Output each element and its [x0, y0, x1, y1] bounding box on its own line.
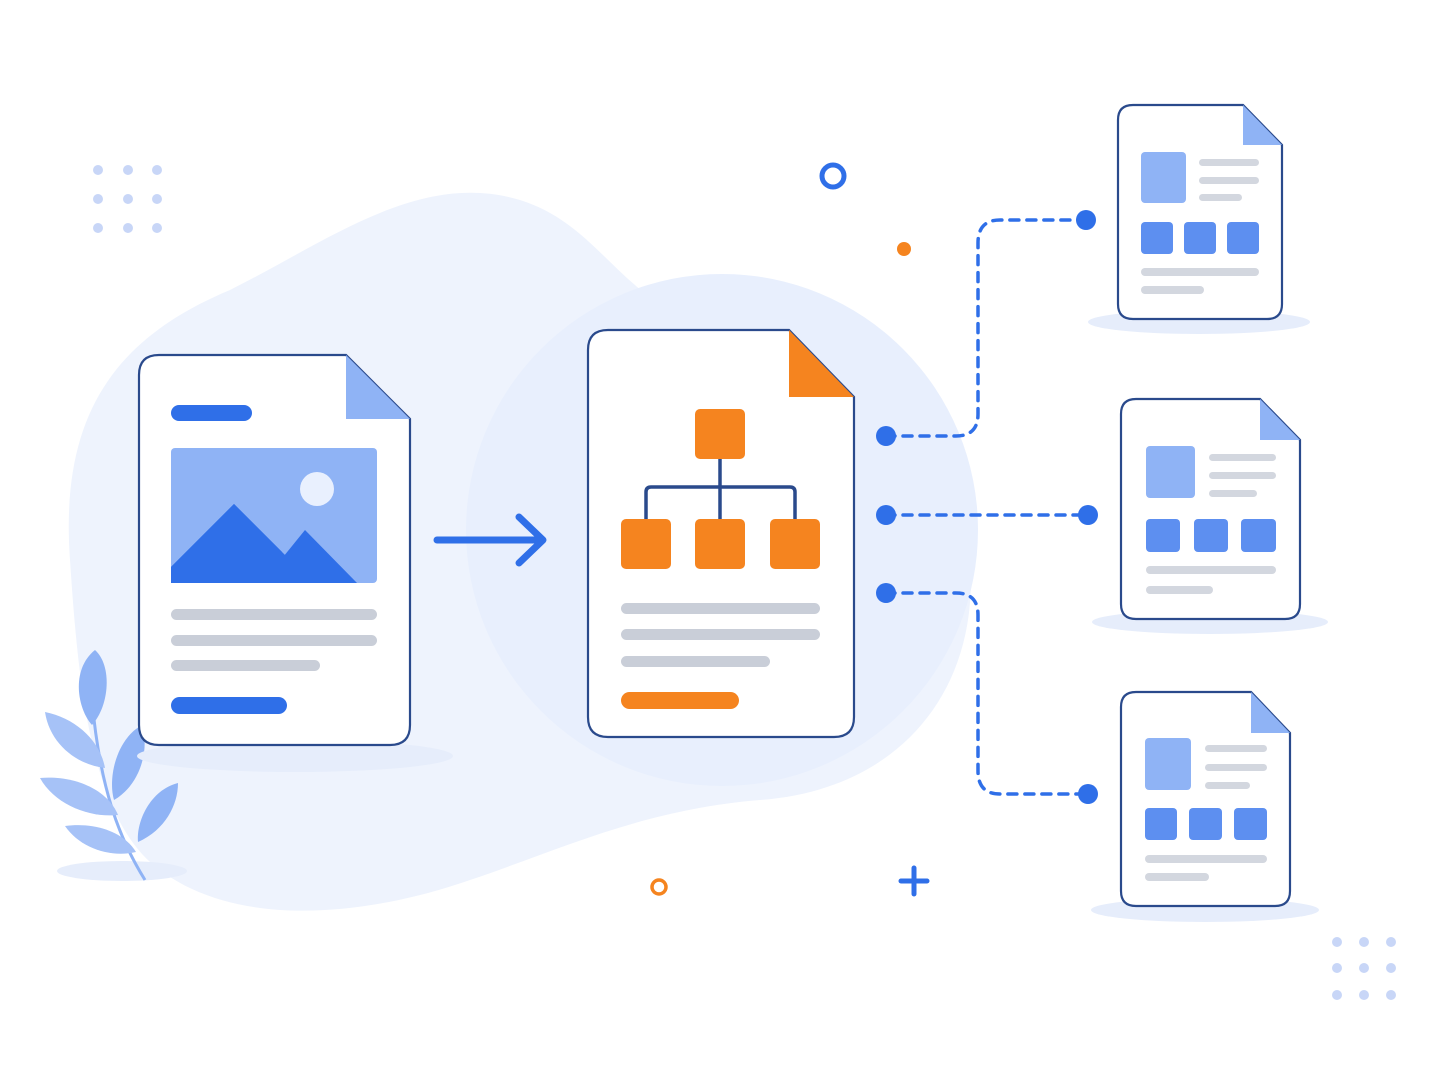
structured-document — [586, 328, 856, 739]
source-document — [137, 353, 453, 772]
layout-document-icon — [1146, 446, 1276, 552]
output-document-bottom — [1091, 690, 1319, 922]
plus-accent — [898, 865, 930, 897]
output-document-middle — [1092, 397, 1328, 634]
hierarchy-document-icon — [621, 409, 820, 569]
connector-endpoints — [876, 210, 1098, 804]
output-document-top — [1088, 103, 1310, 334]
dot-grid-top-left — [93, 165, 162, 233]
layout-document-icon — [1145, 738, 1267, 840]
connector-lines — [884, 218, 1090, 796]
connector-top — [884, 218, 1088, 438]
image-document-icon — [171, 448, 377, 583]
layout-document-icon — [1141, 152, 1259, 254]
connector-bottom — [884, 591, 1090, 796]
dot-accent-orange — [897, 242, 911, 256]
dot-grid-bottom-right — [1332, 937, 1396, 1000]
leaf-plant-icon — [40, 650, 187, 881]
arrow-right-icon — [433, 513, 547, 567]
ring-accent-blue — [819, 162, 847, 190]
ring-accent-orange — [650, 878, 668, 896]
